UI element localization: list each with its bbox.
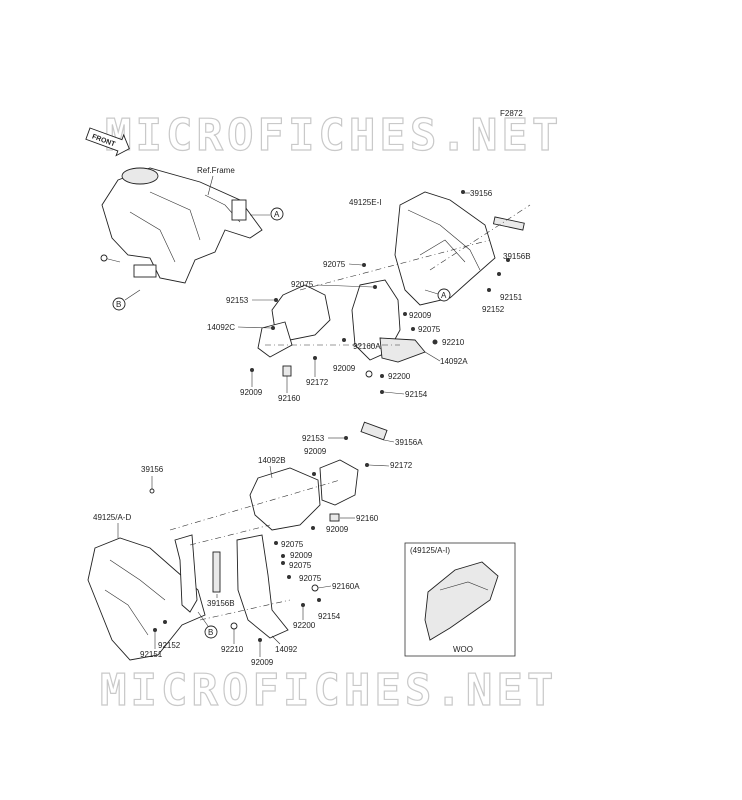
svg-text:A: A [441, 291, 447, 300]
label-39156B-upper: 39156B [503, 252, 531, 261]
lower-bracket [174, 534, 221, 613]
ref-frame-label: Ref.Frame [197, 166, 235, 175]
label-92200-lower: 92200 [293, 621, 316, 630]
label-14092: 14092 [275, 645, 298, 654]
inset-box: (49125/A-I) WOO [404, 542, 516, 657]
watermark-bottom: MICROFICHES.NET [100, 665, 557, 716]
label-92153-lower: 92153 [302, 434, 325, 443]
label-14092A: 14092A [440, 357, 468, 366]
label-92210-lower: 92210 [221, 645, 244, 654]
svg-text:B: B [208, 628, 213, 637]
label-92160A-upper: 92160A [353, 342, 381, 351]
label-92160A-lower: 92160A [332, 582, 360, 591]
fasteners-lower [149, 436, 369, 642]
label-14092B: 14092B [258, 456, 286, 465]
upper-inner-panel-left [257, 284, 331, 358]
lower-cowl-left [87, 537, 206, 661]
svg-text:A: A [274, 210, 280, 219]
label-92009-lower-c: 92009 [290, 551, 313, 560]
label-92154-upper: 92154 [405, 390, 428, 399]
label-92200-upper: 92200 [388, 372, 411, 381]
frame-illustration [100, 167, 263, 284]
upper-inner-panel-right [351, 279, 426, 363]
label-49125-A-D: 49125/A-D [93, 513, 131, 522]
label-92075-lower-a: 92075 [281, 540, 304, 549]
callout-b-frame: B [112, 289, 141, 311]
label-92152-upper: 92152 [482, 305, 505, 314]
inset-caption: WOO [453, 645, 473, 654]
diagram-id: F2872 [500, 109, 523, 118]
inset-title: (49125/A-I) [410, 546, 450, 555]
strip-39156A [360, 421, 388, 441]
label-39156-upper: 39156 [470, 189, 493, 198]
label-92152-lower: 92152 [158, 641, 181, 650]
callout-b-lower: B [197, 611, 218, 639]
label-92009-upper-c: 92009 [240, 388, 263, 397]
label-92075-upper-b: 92075 [291, 280, 314, 289]
svg-text:B: B [116, 300, 121, 309]
label-92172-upper: 92172 [306, 378, 329, 387]
label-14092C: 14092C [207, 323, 235, 332]
label-92075-upper-a: 92075 [323, 260, 346, 269]
callout-a-frame: A [250, 207, 284, 221]
label-92009-upper-a: 92009 [409, 311, 432, 320]
label-39156-lower: 39156 [141, 465, 164, 474]
label-92009-lower-d: 92009 [251, 658, 274, 667]
label-49125E-I: 49125E-I [349, 198, 381, 207]
label-92009-lower-a: 92009 [304, 447, 327, 456]
label-39156B-lower: 39156B [207, 599, 235, 608]
label-92172-lower: 92172 [390, 461, 413, 470]
label-92009-lower-b: 92009 [326, 525, 349, 534]
watermark-top: MICROFICHES.NET [105, 110, 562, 161]
lower-inner-panel [236, 459, 359, 639]
label-92075-upper-c: 92075 [418, 325, 441, 334]
label-92160-lower: 92160 [356, 514, 379, 523]
callout-a-upper: A [424, 288, 451, 302]
label-39156A: 39156A [395, 438, 423, 447]
upper-cowl-right [394, 191, 525, 306]
label-92151-lower: 92151 [140, 650, 163, 659]
label-92154-lower: 92154 [318, 612, 341, 621]
label-92075-lower-c: 92075 [299, 574, 322, 583]
label-92009-upper-b: 92009 [333, 364, 356, 373]
label-92151-upper: 92151 [500, 293, 523, 302]
label-92153-upper: 92153 [226, 296, 249, 305]
label-92160-upper: 92160 [278, 394, 301, 403]
label-92075-lower-b: 92075 [289, 561, 312, 570]
label-92210-upper: 92210 [442, 338, 465, 347]
